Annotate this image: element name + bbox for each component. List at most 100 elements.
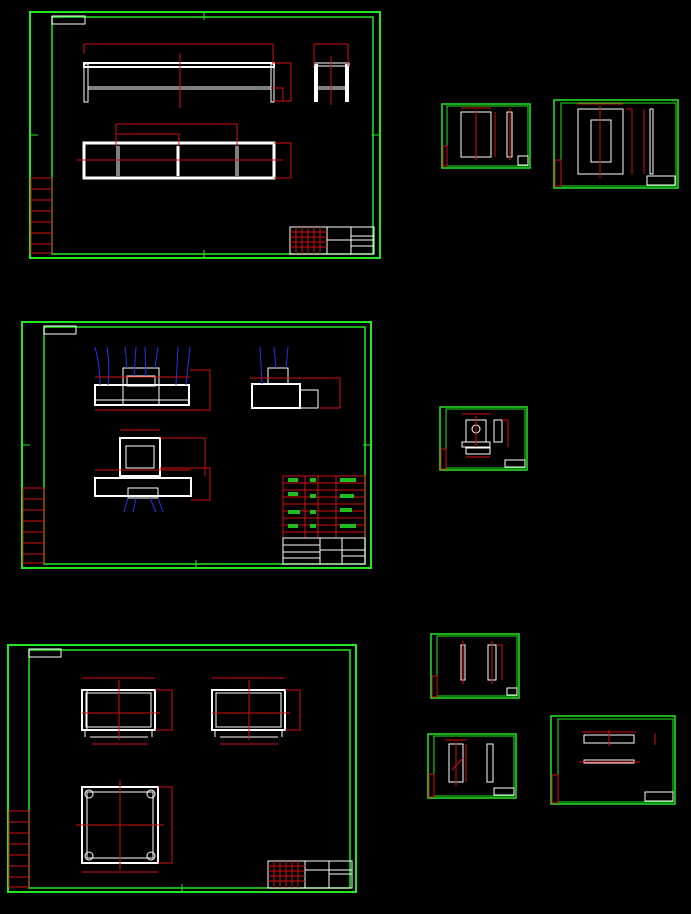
- cad-linework: [21, 321, 372, 569]
- cad-linework: [146, 789, 156, 799]
- cad-linework: [551, 774, 559, 804]
- cad-linework: [123, 497, 164, 513]
- cad-linework: [446, 105, 529, 167]
- cad-linework: [30, 12, 380, 258]
- cad-linework: [282, 475, 366, 539]
- cad-linework: [345, 64, 349, 102]
- cad-linework: [578, 103, 645, 178]
- title-block: [289, 226, 375, 255]
- drawing-sheet-7[interactable]: [430, 633, 520, 699]
- revision-strip: [30, 177, 53, 254]
- cad-linework: [550, 715, 676, 805]
- cad-linework: [506, 687, 518, 696]
- cad-linework: [283, 476, 365, 538]
- cad-linework: [441, 103, 531, 169]
- cad-linework: [95, 369, 211, 411]
- cad-linework: [84, 789, 94, 799]
- title-block: [267, 860, 353, 889]
- base-top-view: [76, 780, 173, 873]
- cad-linework: [442, 145, 448, 167]
- cad-linework: [8, 810, 30, 888]
- drawing-sheet-2[interactable]: [21, 321, 372, 569]
- cad-linework: [290, 227, 327, 254]
- cad-linework: [125, 445, 155, 469]
- cad-linework: [557, 718, 674, 803]
- cad-linework: [313, 43, 349, 105]
- front-view: [83, 43, 292, 108]
- cad-linework: [51, 15, 86, 25]
- cad-linework: [83, 43, 292, 108]
- cad-linework: [122, 367, 160, 406]
- cad-linework: [28, 649, 351, 889]
- cad-linework: [250, 377, 341, 409]
- cad-linework: [440, 448, 447, 470]
- cad-linework: [82, 677, 173, 745]
- drawing-sheet-9[interactable]: [550, 715, 676, 805]
- drawing-sheet-3[interactable]: [7, 644, 357, 893]
- cad-linework: [30, 177, 53, 254]
- cad-linework: [517, 155, 529, 166]
- cad-linework: [146, 851, 156, 861]
- cad-linework: [94, 477, 192, 497]
- cad-linework: [493, 787, 515, 796]
- cad-linework: [462, 641, 503, 684]
- cad-linework: [95, 429, 211, 501]
- cad-linework: [445, 739, 467, 786]
- cad-linework: [433, 735, 515, 797]
- drawing-sheet-1[interactable]: [29, 11, 381, 259]
- cad-linework: [267, 367, 289, 385]
- cad-linework: [553, 99, 679, 189]
- cad-linework: [431, 675, 438, 698]
- base-side-view: [211, 677, 301, 745]
- title-block: [282, 537, 366, 565]
- drawing-sheet-4[interactable]: [441, 103, 531, 169]
- cad-linework: [270, 63, 275, 103]
- cad-linework: [649, 108, 654, 175]
- cad-linework: [126, 375, 156, 387]
- cad-linework: [486, 743, 494, 783]
- cad-linework: [83, 62, 275, 68]
- cad-linework: [462, 413, 509, 458]
- drawing-sheet-6[interactable]: [439, 406, 528, 471]
- cad-linework: [51, 16, 374, 255]
- revision-strip: [22, 487, 45, 564]
- cad-linework: [288, 478, 356, 528]
- cad-linework: [43, 325, 77, 335]
- cad-linework: [465, 447, 491, 455]
- cad-linework: [9, 821, 29, 878]
- drawing-sheet-8[interactable]: [427, 733, 517, 799]
- cad-linework: [84, 851, 94, 861]
- cad-linework: [212, 677, 301, 745]
- side-view: [313, 43, 350, 105]
- cad-linework: [646, 175, 676, 186]
- cad-linework: [644, 791, 674, 802]
- cad-linework: [251, 383, 301, 409]
- cad-linework: [493, 419, 503, 443]
- cad-linework: [554, 159, 562, 187]
- cad-linework: [119, 437, 161, 477]
- cad-linework: [560, 102, 677, 187]
- cad-linework: [427, 733, 517, 799]
- cad-linework: [461, 107, 511, 160]
- cad-linework: [127, 487, 159, 499]
- drawing-sheet-5[interactable]: [553, 99, 679, 189]
- cad-linework: [7, 644, 357, 893]
- cad-linework: [28, 648, 62, 658]
- cad-linework: [304, 861, 352, 888]
- cad-linework: [428, 773, 435, 798]
- assembly-top-view: [94, 429, 211, 513]
- cad-linework: [439, 406, 528, 471]
- parts-list: [282, 475, 366, 539]
- cad-linework: [282, 537, 366, 565]
- cad-linework: [579, 730, 656, 763]
- cad-linework: [430, 633, 520, 699]
- cad-linework: [268, 861, 305, 888]
- base-front-view: [81, 677, 173, 745]
- cad-linework: [23, 498, 44, 555]
- cad-linework: [436, 635, 518, 697]
- assembly-side-view: [250, 346, 341, 409]
- cad-linework: [83, 63, 89, 103]
- cad-linework: [22, 487, 45, 564]
- cad-linework: [299, 389, 319, 409]
